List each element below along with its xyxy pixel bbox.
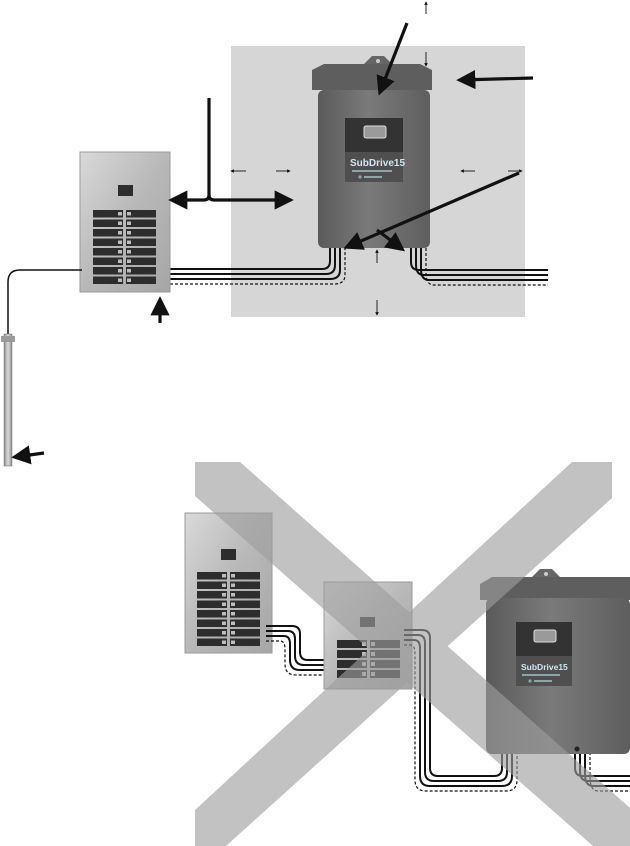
breaker-switch	[222, 622, 226, 626]
breaker-switch	[118, 231, 122, 235]
breaker-switch	[222, 641, 226, 645]
breaker-switch	[222, 574, 226, 578]
ground-rod	[4, 334, 12, 466]
breaker-switch	[222, 612, 226, 616]
breaker-switch	[118, 212, 122, 216]
drive-brand-label: SubDrive15	[350, 158, 405, 169]
breaker-switch	[127, 241, 131, 245]
drive-b-display-screen	[534, 630, 556, 642]
breaker-switch	[222, 631, 226, 635]
breaker-switch	[118, 279, 122, 283]
breaker-switch	[231, 603, 235, 607]
main-breaker	[118, 185, 133, 196]
breaker-switch	[231, 593, 235, 597]
breaker-switch	[118, 241, 122, 245]
breaker-switch	[118, 222, 122, 226]
breaker-switch	[231, 574, 235, 578]
arrow-to-drive-right	[460, 78, 533, 80]
breaker-switch	[222, 593, 226, 597]
breaker-switch	[231, 641, 235, 645]
conduit-main-to-sub	[266, 626, 330, 675]
breaker-switch	[118, 250, 122, 254]
drive-display-screen	[364, 126, 386, 138]
arrow-to-ground-rod	[15, 453, 44, 457]
service-wire	[8, 270, 82, 336]
breaker-switch	[127, 212, 131, 216]
incorrect-layout: SubDrive15	[185, 462, 630, 846]
breaker-panel	[80, 152, 170, 292]
breaker-switch	[127, 279, 131, 283]
spacing-bracket	[172, 98, 209, 200]
breaker-switch	[118, 260, 122, 264]
ground-clamp	[1, 336, 15, 342]
correct-layout: SubDrive15	[1, 2, 548, 466]
breaker-switch	[118, 269, 122, 273]
breaker-switch	[222, 603, 226, 607]
breaker-switch	[127, 222, 131, 226]
drive-b-brand-label: SubDrive15	[521, 662, 568, 672]
breaker-switch	[127, 260, 131, 264]
breaker-switch	[231, 631, 235, 635]
breaker-switch	[222, 584, 226, 588]
breaker-switch	[231, 622, 235, 626]
breaker-switch	[127, 269, 131, 273]
breaker-switch	[127, 231, 131, 235]
main-breaker-b	[221, 549, 236, 560]
breaker-switch	[231, 612, 235, 616]
breaker-switch	[127, 250, 131, 254]
breaker-switch	[231, 584, 235, 588]
